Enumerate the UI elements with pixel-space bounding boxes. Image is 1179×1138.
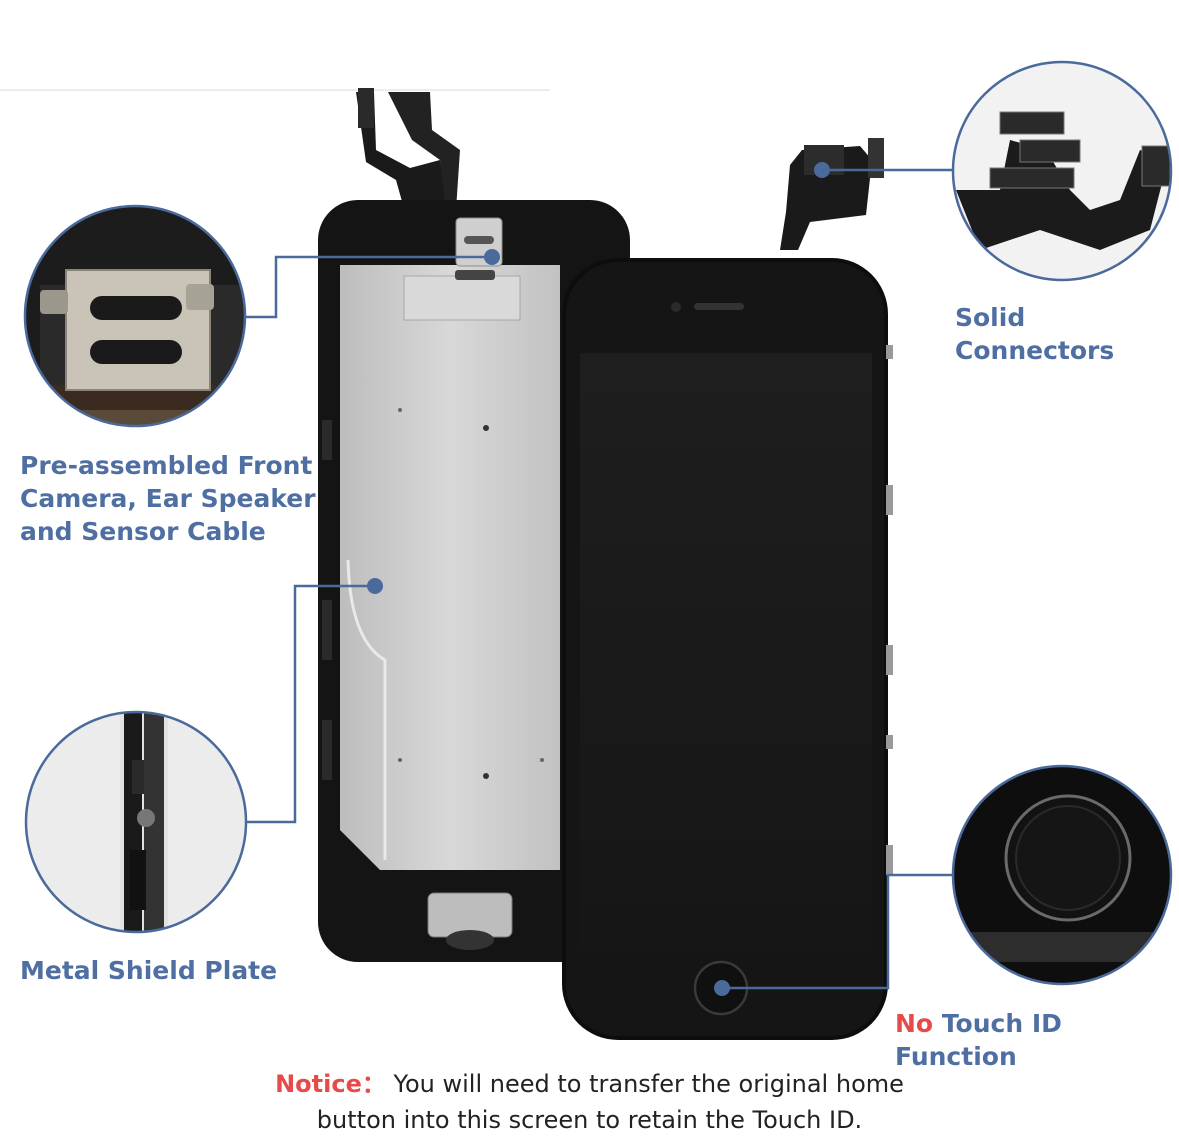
label-front-camera-line: and Sensor Cable: [20, 517, 266, 546]
label-front-camera: Pre-assembled Front Camera, Ear Speaker …: [20, 449, 316, 548]
callout-lines: [246, 168, 953, 990]
zoom-connectors: [951, 60, 1173, 282]
zoom-earpiece-bracket: [23, 204, 247, 428]
label-no-touch-id: No Touch ID Function: [895, 1007, 1179, 1073]
label-no-emphasis: No: [895, 1009, 934, 1038]
callout-dots: [367, 162, 830, 996]
back-assembly: [318, 88, 630, 962]
label-solid-connectors: Solid Connectors: [955, 303, 1115, 365]
label-metal-shield: Metal Shield Plate: [20, 956, 278, 985]
notice: Notice： You will need to transfer the or…: [0, 1066, 1179, 1138]
zoom-home-button: [951, 764, 1173, 986]
notice-text-1: You will need to transfer the original h…: [385, 1070, 904, 1098]
notice-prefix: Notice：: [275, 1070, 386, 1098]
zoom-shield-edge: [24, 710, 248, 934]
front-assembly: [562, 138, 893, 1040]
label-front-camera-line: Pre-assembled Front: [20, 451, 313, 480]
notice-line-2: button into this screen to retain the To…: [316, 1106, 863, 1134]
notice-line-1: Notice： You will need to transfer the or…: [0, 1066, 1179, 1102]
label-touch-id-rest: Touch ID Function: [895, 1009, 1062, 1071]
label-front-camera-line: Camera, Ear Speaker: [20, 484, 316, 513]
